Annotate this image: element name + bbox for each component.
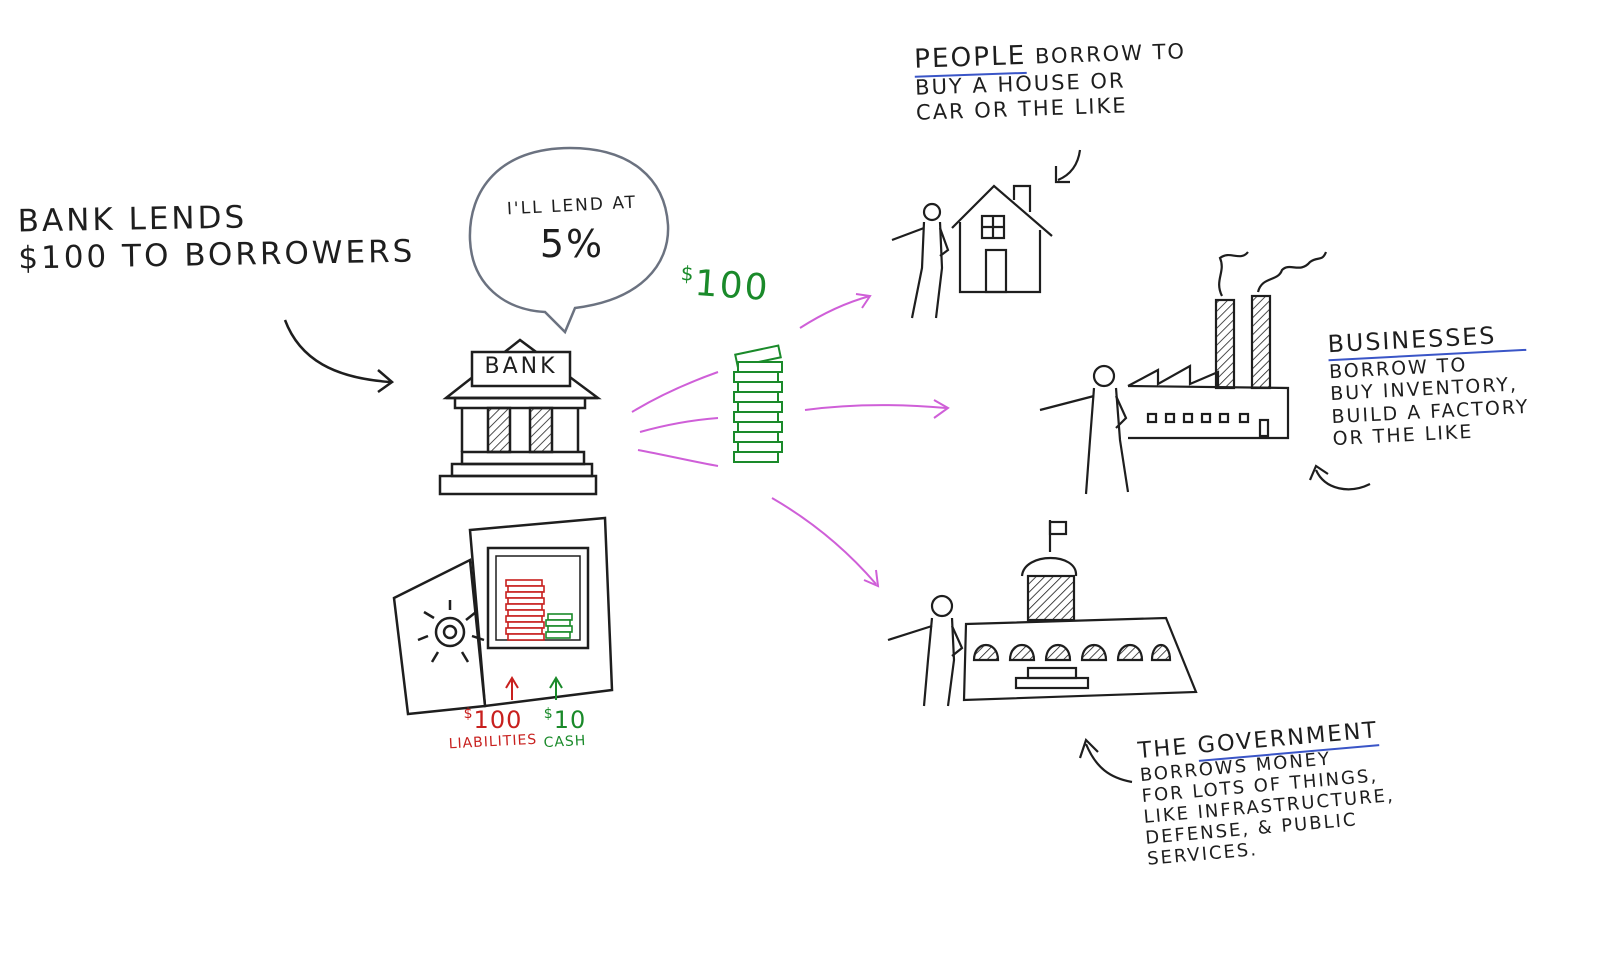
gov-note: The Government borrows money for lots of… <box>1137 716 1400 870</box>
interest-rate: 5% <box>539 222 605 267</box>
caption-arrow-head <box>377 369 395 394</box>
liabilities-stack-icon <box>505 579 545 641</box>
business-note: Businesses borrow to buy inventory, buil… <box>1326 319 1531 451</box>
cash-value: 10 <box>553 706 587 734</box>
main-caption-line2: $100 to borrowers <box>18 233 416 277</box>
people-note: People borrow to buy a house or car or t… <box>913 35 1189 125</box>
speech-bubble <box>468 146 670 335</box>
flow-arrows <box>631 293 950 588</box>
cash-flow-amount: $100 <box>679 261 771 311</box>
liabilities-currency: $ <box>463 706 474 722</box>
caption-arrow <box>283 319 391 384</box>
gov-note-arrow <box>1078 737 1133 784</box>
business-note-arrow <box>1308 464 1371 491</box>
factory-icon <box>1127 251 1328 440</box>
cash-amount: $10 <box>520 706 610 734</box>
person-icon <box>891 202 950 319</box>
main-caption: Bank lends $100 to borrowers <box>17 197 415 277</box>
money-stack-icon <box>733 344 783 463</box>
liabilities-arrow <box>505 676 519 700</box>
liabilities-label: $100 Liabilities <box>433 706 553 753</box>
liabilities-value: 100 <box>473 706 523 734</box>
liabilities-amount: $100 <box>433 706 553 734</box>
gov-note-prefix: The <box>1136 733 1190 765</box>
bank-sign: BANK <box>484 354 558 379</box>
cash-text: Cash <box>543 733 587 752</box>
speech-bubble-line1: I'll lend at <box>506 192 638 220</box>
person-icon <box>1039 364 1130 495</box>
cash-stack-icon <box>545 613 573 639</box>
speech-bubble-text: I'll lend at 5% <box>482 193 662 267</box>
house-icon <box>951 184 1053 294</box>
safe-icon <box>392 516 614 716</box>
bank-icon <box>438 338 602 496</box>
cash-flow-value: 100 <box>693 262 771 310</box>
capitol-icon <box>962 520 1198 702</box>
people-note-arrow <box>1054 149 1082 184</box>
cash-currency: $ <box>543 706 554 722</box>
cash-arrow <box>549 676 563 700</box>
people-note-line1: borrow to <box>1034 39 1187 69</box>
cash-label: $10 Cash <box>520 706 610 751</box>
person-icon <box>887 594 964 707</box>
